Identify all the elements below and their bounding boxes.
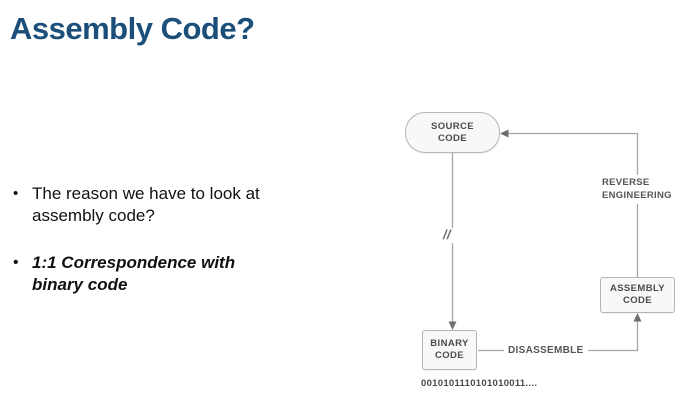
line-break-marks: // bbox=[439, 228, 455, 243]
bullet-item: • 1:1 Correspondence with binary code bbox=[13, 252, 313, 296]
edge-assembly-to-source bbox=[507, 132, 639, 277]
node-source-code: SOURCE CODE bbox=[405, 112, 500, 153]
arrowhead-down-icon bbox=[448, 321, 457, 330]
binary-string-caption: 0010101110101010011.... bbox=[421, 378, 538, 389]
bullet-text: 1:1 Correspondence with binary code bbox=[32, 253, 236, 294]
label-disassemble: DISASSEMBLE bbox=[504, 343, 588, 360]
bullet-marker: • bbox=[13, 254, 19, 271]
node-label: ASSEMBLY CODE bbox=[609, 283, 666, 306]
bullet-marker: • bbox=[13, 185, 19, 202]
slide-title: Assembly Code? bbox=[10, 11, 255, 46]
arrowhead-up-icon bbox=[633, 313, 642, 322]
label-reverse-engineering: REVERSE ENGINEERING bbox=[598, 175, 676, 204]
node-binary-code: BINARY CODE bbox=[422, 330, 477, 370]
bullet-text: The reason we have to look at assembly c… bbox=[32, 184, 260, 225]
node-assembly-code: ASSEMBLY CODE bbox=[600, 277, 675, 313]
arrowhead-left-icon bbox=[500, 129, 509, 138]
node-label: SOURCE CODE bbox=[430, 120, 475, 144]
bullet-item: • The reason we have to look at assembly… bbox=[13, 183, 313, 227]
node-label: BINARY CODE bbox=[430, 338, 469, 361]
bullet-list: • The reason we have to look at assembly… bbox=[13, 183, 313, 321]
